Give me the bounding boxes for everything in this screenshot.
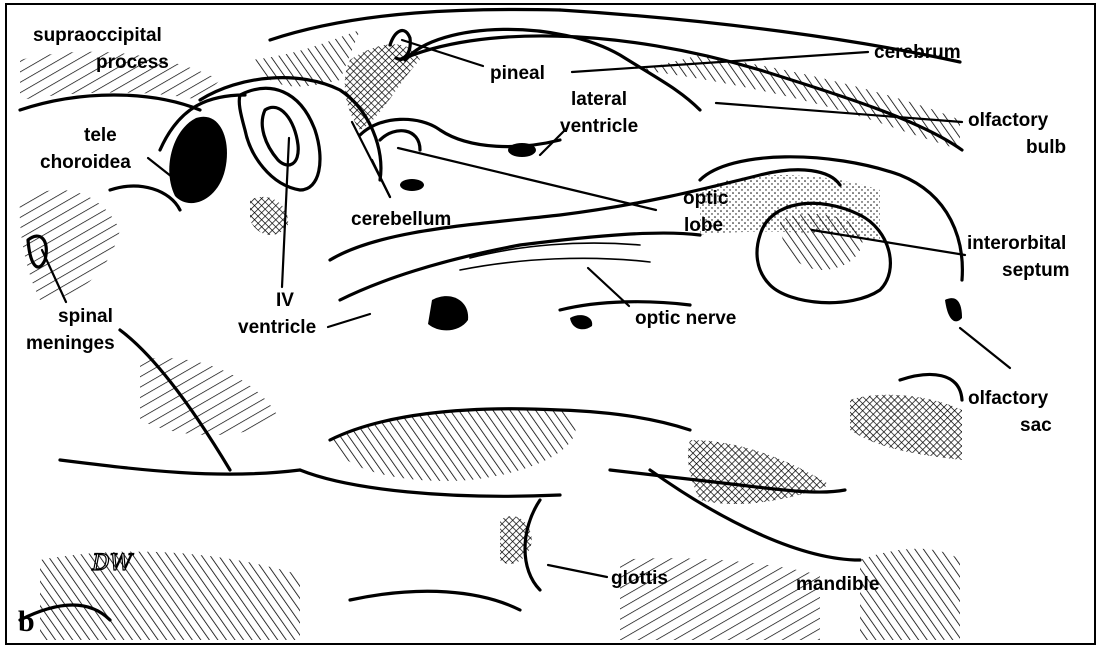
label-cerebrum: cerebrum xyxy=(874,42,961,63)
leader-iv-ventricle-2 xyxy=(328,314,370,327)
artist-signature: DW xyxy=(91,551,135,576)
label-optic-nerve: optic nerve xyxy=(635,308,736,329)
panel-label: b xyxy=(18,605,35,638)
label-lateral-ventricle: lateral ventricle xyxy=(560,89,638,137)
label-spinal-meninges: spinal meninges xyxy=(26,306,118,354)
label-glottis: glottis xyxy=(611,568,668,589)
label-interorbital-septum: interorbital septum xyxy=(967,233,1072,281)
label-mandible: mandible xyxy=(796,574,879,595)
leader-olfactory-sac xyxy=(960,328,1010,368)
leader-optic-nerve xyxy=(588,268,629,306)
label-pineal: pineal xyxy=(490,63,545,84)
label-iv-ventricle: IV ventricle xyxy=(238,290,316,338)
label-olfactory-bulb: olfactory bulb xyxy=(968,110,1066,158)
label-cerebellum: cerebellum xyxy=(351,209,451,230)
leader-optic-lobe xyxy=(398,148,656,210)
leader-glottis xyxy=(548,565,607,577)
label-tele-choroidea: tele choroidea xyxy=(40,125,131,173)
label-olfactory-sac: olfactory sac xyxy=(968,388,1054,436)
drawing: DW xyxy=(20,9,963,640)
